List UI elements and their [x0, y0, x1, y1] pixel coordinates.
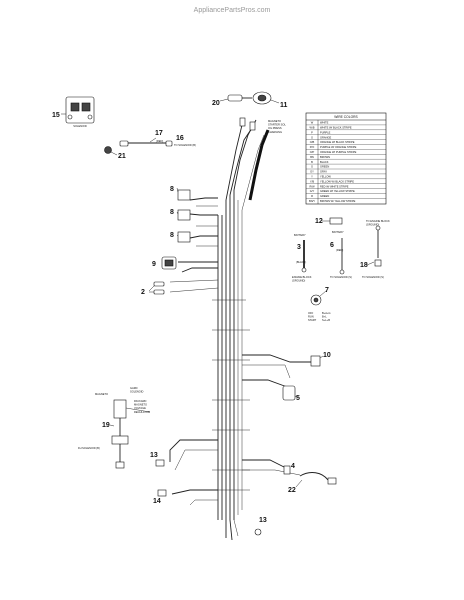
wire-color-code: P/O	[310, 145, 314, 149]
callout-20: 20	[212, 100, 220, 107]
sensor-4-22	[283, 465, 337, 488]
wire-color-name: BROWN W/ YELLOW STRIPE	[320, 199, 356, 203]
callout-9: 9	[152, 261, 156, 268]
to-solenoid-s2-label: TO SOLENOID (S)	[362, 275, 384, 279]
top-connectors	[219, 91, 280, 131]
wire-color-name: ORANGE W/ BLACK STRIPE	[320, 140, 355, 144]
callout-14: 13	[259, 517, 267, 524]
wire-color-code: G	[311, 165, 313, 169]
callout-13b: 14	[153, 498, 161, 505]
wire-color-code: GY	[310, 170, 314, 174]
wire-color-name: ORANGE W/ PURPLE STRIPE	[320, 150, 357, 154]
wire-color-code: R	[311, 194, 313, 198]
callout-22: 22	[288, 487, 296, 494]
wire-color-code: Y	[311, 175, 313, 179]
callout-10: 10	[323, 352, 331, 359]
part-14	[254, 528, 262, 536]
callout-2: 2	[141, 289, 145, 296]
wire-color-name: YELLOW W/ BLACK STRIPE	[320, 179, 354, 183]
engine-block-label: ENGINE BLOCK(GROUND)	[292, 275, 312, 283]
magneto-label: MAGNETO	[95, 392, 108, 396]
wire-color-code: O/P	[310, 150, 315, 154]
wire-color-code: P	[311, 130, 313, 134]
wire-color-code: O	[311, 135, 313, 139]
callout-12: 12	[315, 218, 323, 225]
wire-color-name: PURPLE	[320, 130, 331, 134]
module-5	[282, 385, 299, 401]
callout-17: 17	[155, 130, 163, 137]
connectors-2	[148, 281, 165, 295]
battery-left-label: BATTERY	[294, 233, 306, 237]
callouts: 15 20 11 17 16 21 8 8 8 9 2 12 3 6 18 7 …	[52, 100, 368, 524]
callout-15: 15	[52, 112, 60, 119]
wire-color-name: GREEN	[320, 194, 329, 198]
wire-color-name: RED W/ WHITE STRIPE	[320, 184, 349, 188]
callout-4: 4	[291, 463, 295, 470]
callout-8c: 8	[170, 232, 174, 239]
callout-8a: 8	[170, 186, 174, 193]
fh-solenoid-label: FH SOLENOID (B)	[78, 446, 100, 450]
battery-cables: BATTERY (BLACK) ENGINE BLOCK(GROUND) BAT…	[292, 217, 390, 283]
battery-mid-label: BATTERY	[332, 230, 344, 234]
watermark: AppliancePartsPros.com	[194, 7, 271, 14]
wire-color-code: BN/Y	[309, 199, 315, 203]
wire-color-code: W	[311, 121, 314, 125]
connectors-13	[155, 459, 167, 497]
wire-color-name: ORANGE	[320, 135, 332, 139]
callout-5: 5	[296, 395, 300, 402]
wire-color-name: WHITE W/ BLACK STRIPE	[320, 126, 352, 130]
callout-3: 3	[297, 244, 301, 251]
wire-color-name: WHITE	[320, 121, 329, 125]
to-solenoid-b-label: TO SOLENOID (B)	[174, 143, 196, 147]
module-10	[310, 355, 324, 367]
wire-color-name: GRAY	[320, 170, 327, 174]
red-mid-label: (RED)	[336, 248, 343, 252]
wire-colors-title: WIRE COLORS	[334, 115, 358, 119]
wire-color-code: Y/B	[310, 179, 314, 183]
connector-9	[161, 256, 177, 270]
wire-color-name: GREEN W/ YELLOW STRIPE	[320, 189, 355, 193]
red-label: (RED)	[156, 139, 163, 143]
callout-18: 18	[360, 262, 368, 269]
wire-color-name: BLACK	[320, 160, 329, 164]
to-solenoid-s-label: TO SOLENOID (S)	[330, 275, 352, 279]
wire-color-name: BROWN	[320, 155, 330, 159]
callout-13a: 13	[150, 452, 158, 459]
callout-8b: 8	[170, 209, 174, 216]
relays-8	[176, 187, 191, 243]
wire-color-code: B	[311, 160, 313, 164]
wire-color-code: BN	[310, 155, 314, 159]
wire-color-name: GREEN	[320, 165, 329, 169]
wire-color-name: YELLOW	[320, 175, 331, 179]
black-label: (BLACK)	[296, 260, 306, 264]
to-engine-block-label: TO ENGINE BLOCK(GROUND)	[366, 219, 390, 227]
callout-11: 11	[280, 102, 288, 109]
wire-color-name: PURPLE W/ ORANGE STRIPE	[320, 145, 357, 149]
wire-color-code: O/B	[310, 140, 315, 144]
solenoid-label: SOLENOID	[73, 124, 87, 128]
callout-6: 6	[330, 242, 334, 249]
callout-19: 19	[102, 422, 110, 429]
callout-21: 21	[118, 153, 126, 160]
main-harness	[169, 119, 312, 541]
wire-color-code: W/B	[310, 126, 315, 130]
wire-colors-table: WIRE COLORS W WHITE W/B WHITE W/ BLACK STRI…	[305, 112, 387, 205]
lead-16-17: (RED) TO SOLENOID (B)	[104, 137, 196, 156]
wire-color-code: R/W	[309, 184, 315, 188]
callout-16: 16	[176, 135, 184, 142]
callout-7: 7	[325, 287, 329, 294]
solenoid-part-15: SOLENOID	[61, 96, 95, 128]
wire-color-code: G/Y	[310, 189, 315, 193]
